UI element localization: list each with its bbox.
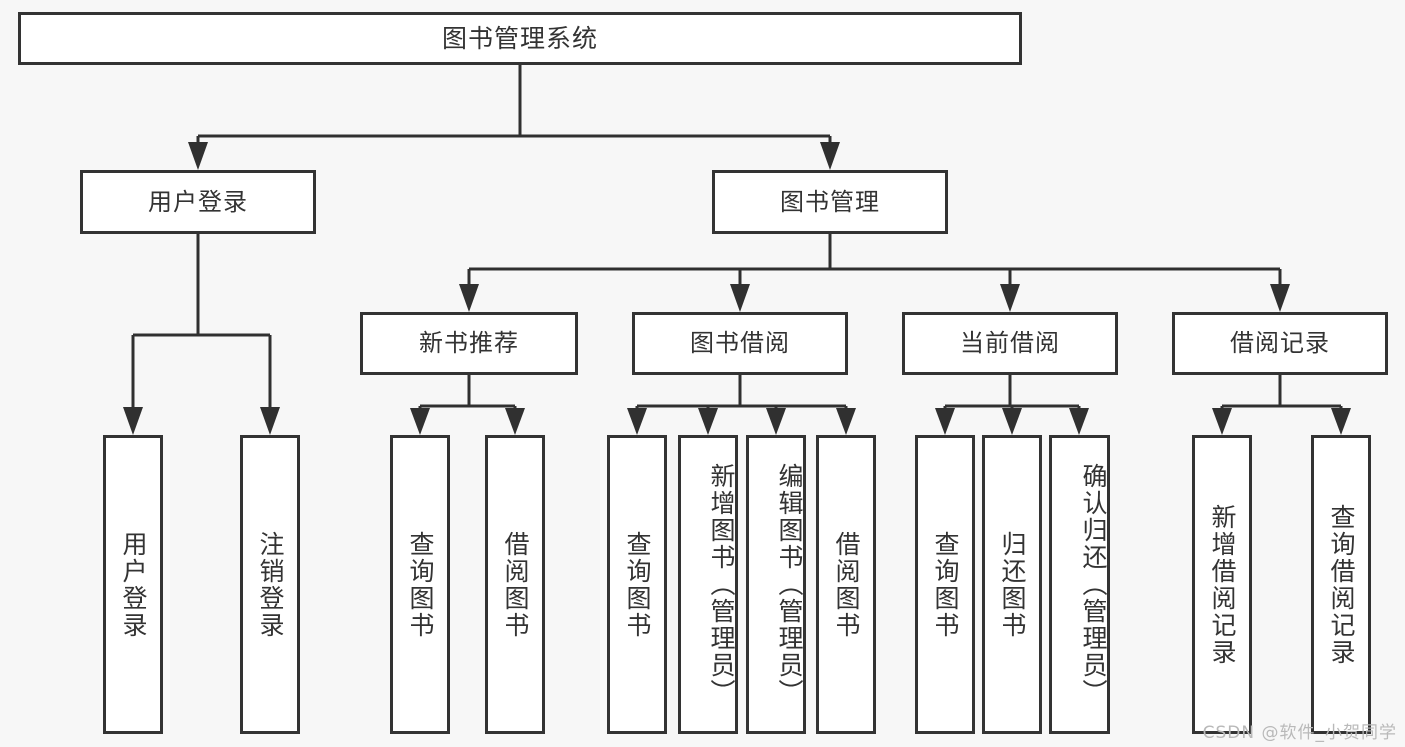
node-leaf-add-book-admin[interactable]: 新增图书（管理员） xyxy=(678,435,738,734)
node-leaf-query-book-recommend[interactable]: 查询图书 xyxy=(390,435,450,734)
node-book-management[interactable]: 图书管理 xyxy=(712,170,948,234)
node-current-borrow[interactable]: 当前借阅 xyxy=(902,312,1118,375)
node-leaf-query-book-borrow[interactable]: 查询图书 xyxy=(607,435,667,734)
node-label: 用户登录 xyxy=(148,187,248,216)
node-label: 当前借阅 xyxy=(960,329,1060,358)
node-label: 借阅记录 xyxy=(1230,329,1330,358)
node-book-borrow[interactable]: 图书借阅 xyxy=(632,312,848,375)
node-leaf-query-book-current[interactable]: 查询图书 xyxy=(915,435,975,734)
node-leaf-logout-login[interactable]: 注销登录 xyxy=(240,435,300,734)
node-label: 图书管理系统 xyxy=(441,23,598,53)
node-label: 查询借阅记录 xyxy=(1327,503,1356,666)
node-new-book-recommend[interactable]: 新书推荐 xyxy=(360,312,578,375)
node-label: 新增借阅记录 xyxy=(1208,503,1237,666)
node-leaf-query-borrow-record[interactable]: 查询借阅记录 xyxy=(1311,435,1371,734)
node-user-login[interactable]: 用户登录 xyxy=(80,170,316,234)
node-label: 借阅图书 xyxy=(501,530,530,639)
node-leaf-user-login[interactable]: 用户登录 xyxy=(103,435,163,734)
node-label: 查询图书 xyxy=(623,530,652,639)
node-label: 查询图书 xyxy=(931,530,960,639)
node-label: 注销登录 xyxy=(256,530,285,639)
node-label: 新增图书（管理员） xyxy=(707,463,736,706)
node-label: 用户登录 xyxy=(119,530,148,639)
node-label: 新书推荐 xyxy=(419,329,519,358)
node-leaf-return-book[interactable]: 归还图书 xyxy=(982,435,1042,734)
node-label: 查询图书 xyxy=(406,530,435,639)
node-leaf-borrow-book-recommend[interactable]: 借阅图书 xyxy=(485,435,545,734)
node-label: 确认归还（管理员） xyxy=(1079,463,1108,706)
node-label: 编辑图书（管理员） xyxy=(775,463,804,706)
node-borrow-record[interactable]: 借阅记录 xyxy=(1172,312,1388,375)
node-label: 借阅图书 xyxy=(832,530,861,639)
node-leaf-add-borrow-record[interactable]: 新增借阅记录 xyxy=(1192,435,1252,734)
node-leaf-edit-book-admin[interactable]: 编辑图书（管理员） xyxy=(746,435,806,734)
node-leaf-confirm-return-admin[interactable]: 确认归还（管理员） xyxy=(1049,435,1110,734)
node-label: 归还图书 xyxy=(998,530,1027,639)
node-label: 图书管理 xyxy=(780,187,880,216)
node-root-book-management-system[interactable]: 图书管理系统 xyxy=(18,12,1022,65)
node-leaf-borrow-book-borrow[interactable]: 借阅图书 xyxy=(816,435,876,734)
node-label: 图书借阅 xyxy=(690,329,790,358)
